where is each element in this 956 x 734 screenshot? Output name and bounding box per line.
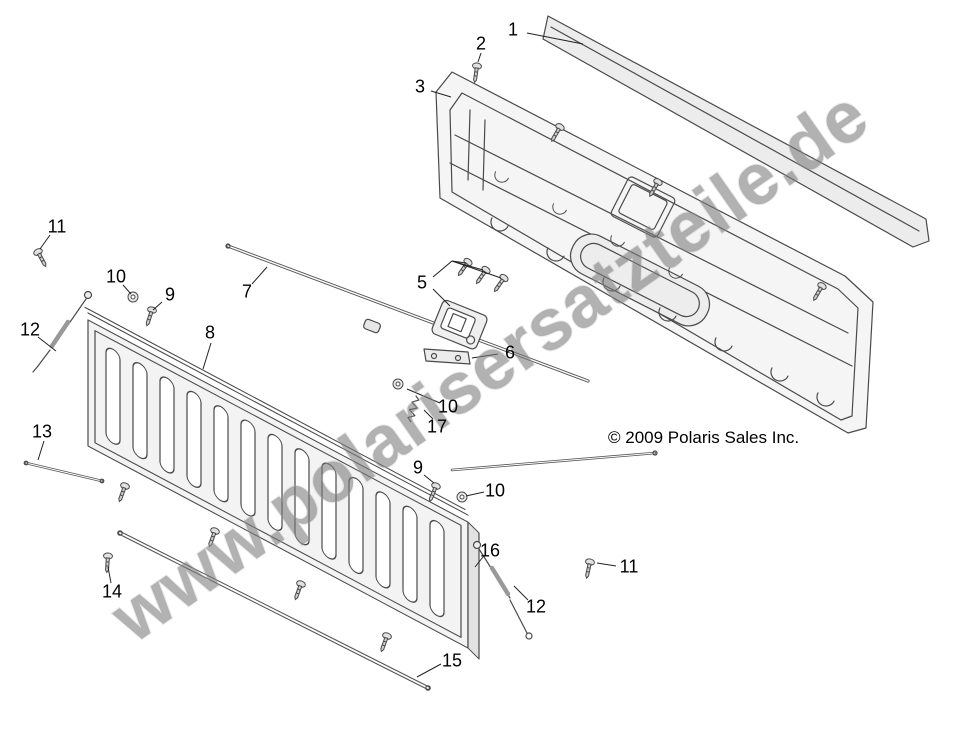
part-support-rod-upper xyxy=(225,243,590,383)
screw-icon xyxy=(204,526,221,549)
copyright-text: © 2009 Polaris Sales Inc. xyxy=(608,428,800,447)
screw-icon xyxy=(290,579,307,602)
callout-11b: 11 xyxy=(619,556,639,577)
screw-icon xyxy=(469,61,483,84)
callout-9a: 9 xyxy=(164,284,176,305)
part-tailgate-inner-panel xyxy=(84,306,480,660)
part-rod-short xyxy=(23,460,105,484)
callout-16: 16 xyxy=(479,540,501,561)
callout-10b: 10 xyxy=(437,396,459,417)
callout-14: 14 xyxy=(101,581,123,602)
screw-icon xyxy=(490,272,510,295)
screw-icon xyxy=(101,552,114,574)
callout-15: 15 xyxy=(441,650,463,671)
washer-icon xyxy=(127,291,139,303)
part-striker-bracket xyxy=(423,348,471,365)
callout-12b: 12 xyxy=(525,596,547,617)
callout-3: 3 xyxy=(414,76,426,97)
part-tailgate-outer-panel xyxy=(435,71,874,434)
callout-10c: 10 xyxy=(484,480,506,501)
callout-8: 8 xyxy=(204,322,216,343)
screw-icon xyxy=(581,557,596,580)
callout-2: 2 xyxy=(475,33,487,54)
washer-icon xyxy=(456,491,468,503)
part-latch-cable-left xyxy=(32,290,93,373)
part-bottom-rail-rod xyxy=(117,530,431,691)
callout-11a: 11 xyxy=(47,216,67,237)
part-latch-assembly xyxy=(431,299,488,350)
part-latch-cable-right xyxy=(472,540,533,640)
part-top-cap-rail xyxy=(542,15,930,248)
callout-7: 7 xyxy=(241,281,253,302)
callout-6: 6 xyxy=(504,342,516,363)
callout-leader-lines xyxy=(37,32,617,678)
callout-10a: 10 xyxy=(105,266,127,287)
washer-icon xyxy=(392,378,404,390)
screw-icon xyxy=(376,631,393,654)
callout-9b: 9 xyxy=(412,457,424,478)
callout-13: 13 xyxy=(31,421,53,442)
callout-5: 5 xyxy=(416,272,428,293)
screw-icon xyxy=(32,246,51,270)
screw-icon xyxy=(114,481,131,504)
callout-17: 17 xyxy=(426,416,448,437)
part-support-rod-mid xyxy=(450,450,658,472)
callout-1: 1 xyxy=(507,19,519,40)
part-spring xyxy=(407,395,420,423)
callout-12a: 12 xyxy=(19,319,41,340)
screw-icon xyxy=(142,305,158,328)
